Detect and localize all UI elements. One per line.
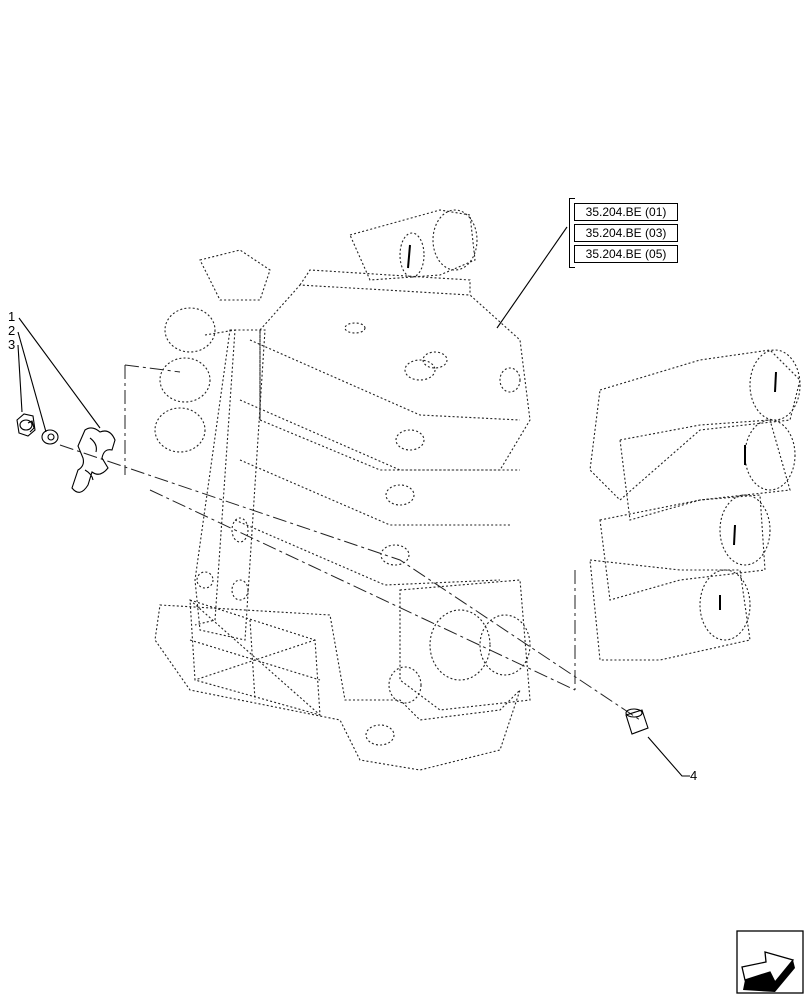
reference-link-05[interactable]: 35.204.BE (05) [574, 245, 678, 263]
callout-2: 2 [8, 323, 16, 338]
callout-3: 3 [8, 337, 16, 352]
reference-link-03[interactable]: 35.204.BE (03) [574, 224, 678, 242]
callout-4: 4 [690, 768, 698, 783]
reference-bracket [569, 198, 575, 268]
callout-1: 1 [8, 309, 16, 324]
next-page-button[interactable] [737, 930, 803, 994]
reference-link-01[interactable]: 35.204.BE (01) [574, 203, 678, 221]
next-page-arrow-icon [736, 930, 804, 994]
